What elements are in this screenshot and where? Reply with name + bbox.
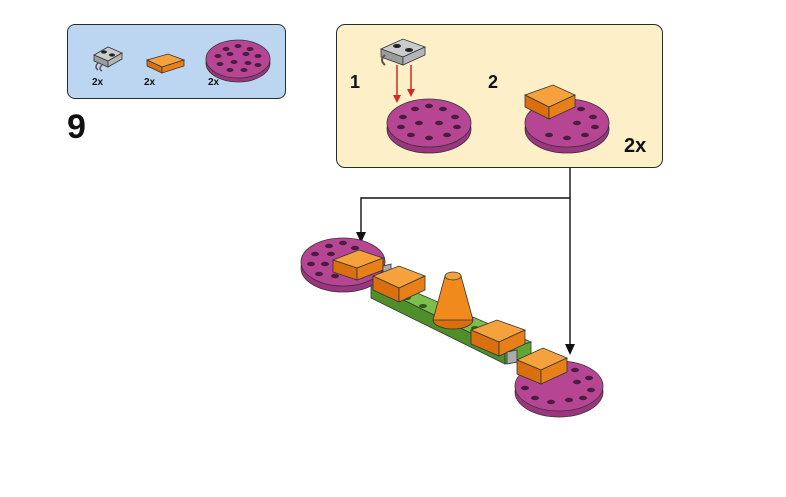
assembled-model: [300, 237, 604, 418]
substep-number: 1: [350, 72, 361, 92]
part-quantity: 2x: [208, 77, 220, 88]
substep-number: 2: [488, 72, 499, 92]
step-number: 9: [67, 108, 86, 146]
round-plate-icon: [386, 98, 472, 154]
red-placement-arrow-icon: [393, 65, 415, 103]
clip-plate-icon: [379, 38, 427, 66]
round-plate-with-slope-icon: [523, 84, 610, 154]
subassembly-multiplier: 2x: [624, 135, 647, 157]
subassembly-callout: 1 2 2x: [336, 24, 663, 168]
part-quantity: 2x: [144, 77, 156, 88]
part-quantity: 2x: [92, 77, 104, 88]
grey-clip-plate-icon: [93, 46, 123, 72]
parts-list-panel: 2x 2x 2x: [67, 24, 286, 99]
magenta-round-plate-icon: [205, 39, 271, 83]
orange-curved-slope-icon: [145, 53, 186, 74]
